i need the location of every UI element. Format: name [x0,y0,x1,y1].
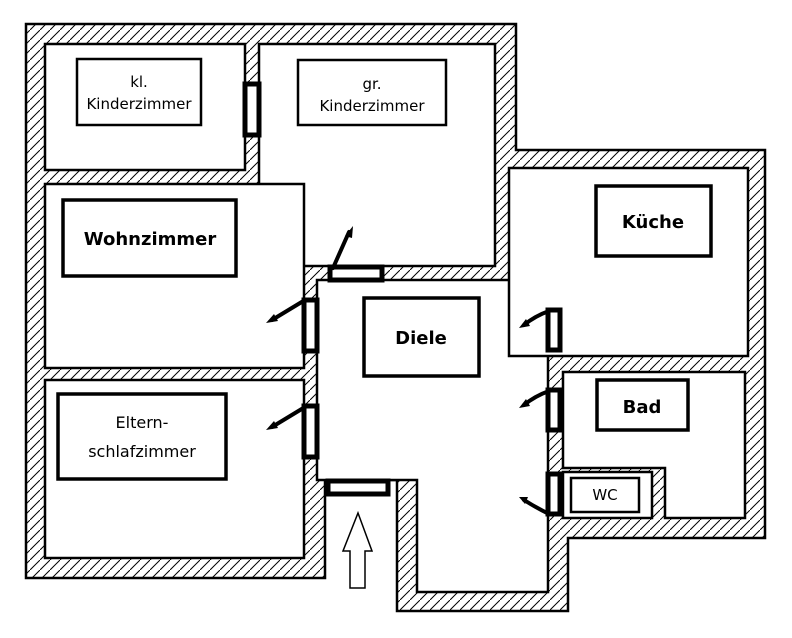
label-kl-kinderzimmer-line1: kl. [130,73,148,91]
door-diele-gr-kinderzimmer[interactable] [327,264,385,283]
label-gr-kinderzimmer-line2: Kinderzimmer [319,97,425,115]
door-kl-gr-kinderzimmer[interactable] [242,81,262,138]
label-box-gr-kinderzimmer [296,58,448,127]
label-kl-kinderzimmer-line2: Kinderzimmer [86,95,192,113]
label-kueche: Küche [622,212,684,233]
label-box-diele [362,296,481,378]
label-box-bad [595,378,690,432]
door-diele-wohnzimmer[interactable] [301,297,320,354]
label-bad: Bad [623,397,662,418]
label-box-kueche [594,184,713,258]
label-box-wc [569,476,641,514]
label-gr-kinderzimmer-line1: gr. [362,75,381,93]
door-swing-wc [519,497,551,516]
label-box-wohnzimmer [61,198,238,278]
door-swing-wohnzimmer [266,298,307,323]
entrance-arrow-icon [341,510,374,589]
door-swing-elternschlafzimmer [266,405,307,430]
label-elternschlafzimmer-line1: Eltern- [116,413,169,432]
label-wohnzimmer: Wohnzimmer [84,229,217,250]
door-diele-wc[interactable] [545,471,563,517]
label-box-kl-kinderzimmer [75,57,203,127]
front-door[interactable] [325,478,391,497]
door-diele-elternschlafzimmer[interactable] [301,403,320,460]
door-diele-bad[interactable] [545,387,563,433]
label-wc: WC [592,486,617,504]
label-box-elternschlafzimmer [56,392,228,481]
label-diele: Diele [395,328,447,349]
door-swing-kueche [519,309,551,328]
door-swing-bad [519,389,551,408]
door-diele-kueche[interactable] [545,307,563,353]
door-swing-gr-kinderzimmer [331,226,353,270]
label-elternschlafzimmer-line2: schlafzimmer [88,442,196,461]
